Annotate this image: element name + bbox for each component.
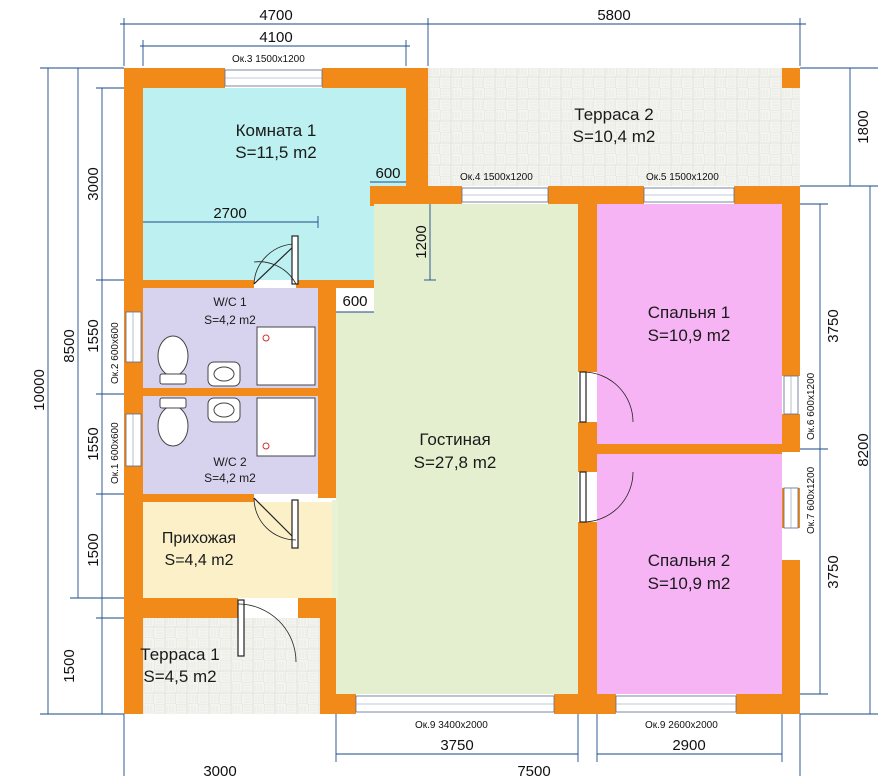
dim-left-8500: 8500 <box>61 329 78 362</box>
dim-bottom-7500: 7500 <box>517 763 550 776</box>
living-area: S=27,8 m2 <box>414 453 497 472</box>
door-entrance <box>237 599 245 657</box>
dim-top-left: 4700 <box>259 7 292 24</box>
room-1-name: Комната 1 <box>236 121 317 140</box>
bedroom-1-name: Спальня 1 <box>648 303 731 322</box>
dim-left-1550-a: 1550 <box>85 319 102 352</box>
window-2-label: Ок.2 600x600 <box>110 322 121 384</box>
dim-room-1-width: 2700 <box>213 205 246 222</box>
terrace-1-name: Терраса 1 <box>140 645 219 664</box>
dim-notch-mid: 600 <box>342 293 367 310</box>
bedroom-1-floor <box>597 204 782 444</box>
terrace-1-area: S=4,5 m2 <box>143 667 216 686</box>
window-2 <box>125 311 142 363</box>
dim-left-3000: 3000 <box>85 167 102 200</box>
walls <box>124 68 800 714</box>
dim-left-1500-a: 1500 <box>85 533 102 566</box>
toilet-wc-1 <box>157 335 189 377</box>
dim-left-10000: 10000 <box>31 369 48 411</box>
shower-tray-wc-1 <box>256 326 316 386</box>
window-1-label: Ок.1 600x600 <box>110 422 121 484</box>
fixtures <box>157 326 316 457</box>
window-6-label: Ок.6 600x1200 <box>806 372 817 440</box>
window-3-label: Ок.3 1500x1200 <box>232 54 305 65</box>
living-floor <box>336 204 578 694</box>
wc-2-name: W/C 2 <box>213 455 247 469</box>
dim-top-inner: 4100 <box>259 29 292 46</box>
wc-1-area: S=4,2 m2 <box>204 313 256 327</box>
dim-top-right: 5800 <box>597 7 630 24</box>
wc-1-name: W/C 1 <box>213 295 247 309</box>
window-1 <box>125 413 142 467</box>
terrace-2-area: S=10,4 m2 <box>573 127 656 146</box>
bedroom-2-area: S=10,9 m2 <box>648 574 731 593</box>
window-5-label: Ок.5 1500x1200 <box>646 172 719 183</box>
terrace-1-floor <box>124 618 320 714</box>
dim-right-8200: 8200 <box>855 433 872 466</box>
window-9a-label: Ок.9 3400x2000 <box>415 720 488 731</box>
shower-tray-wc-2 <box>256 397 316 457</box>
terrace-2-floor <box>428 68 800 186</box>
bedroom-2-name: Спальня 2 <box>648 551 731 570</box>
door-room-1 <box>253 243 297 285</box>
bedroom-1-area: S=10,9 m2 <box>648 326 731 345</box>
room-1-floor <box>143 88 428 280</box>
door-bedroom-1 <box>579 371 587 423</box>
hall-living-transition <box>332 500 338 600</box>
toilet-wc-2 <box>157 405 189 447</box>
dim-left-1550-b: 1550 <box>85 427 102 460</box>
door-wc-2 <box>253 497 297 541</box>
doors <box>237 235 634 663</box>
dimension-lines <box>40 18 878 776</box>
dim-bottom-3750: 3750 <box>440 737 473 754</box>
dim-bottom-3000: 3000 <box>203 763 236 776</box>
dim-notch-height: 1200 <box>413 225 430 258</box>
dim-bottom-2900: 2900 <box>672 737 705 754</box>
wc-2-area: S=4,2 m2 <box>204 471 256 485</box>
dim-right-3750-b: 3750 <box>825 555 842 588</box>
door-bedroom-2 <box>579 471 587 523</box>
terrace-2-name: Терраса 2 <box>574 105 653 124</box>
room-1-area: S=11,5 m2 <box>235 143 316 162</box>
dim-right-3750-a: 3750 <box>825 309 842 342</box>
dim-right-1800: 1800 <box>855 110 872 143</box>
window-7-label: Ок.7 600x1200 <box>806 466 817 534</box>
living-name: Гостиная <box>419 430 490 449</box>
dim-notch-top: 600 <box>375 165 400 182</box>
window-4-label: Ок.4 1500x1200 <box>460 172 533 183</box>
dim-left-1500-b: 1500 <box>61 649 78 682</box>
hall-area: S=4,4 m2 <box>165 552 234 569</box>
window-9b-label: Ок.9 2600x2000 <box>645 720 718 731</box>
hall-name: Прихожая <box>162 530 236 547</box>
hall-floor <box>143 502 333 598</box>
